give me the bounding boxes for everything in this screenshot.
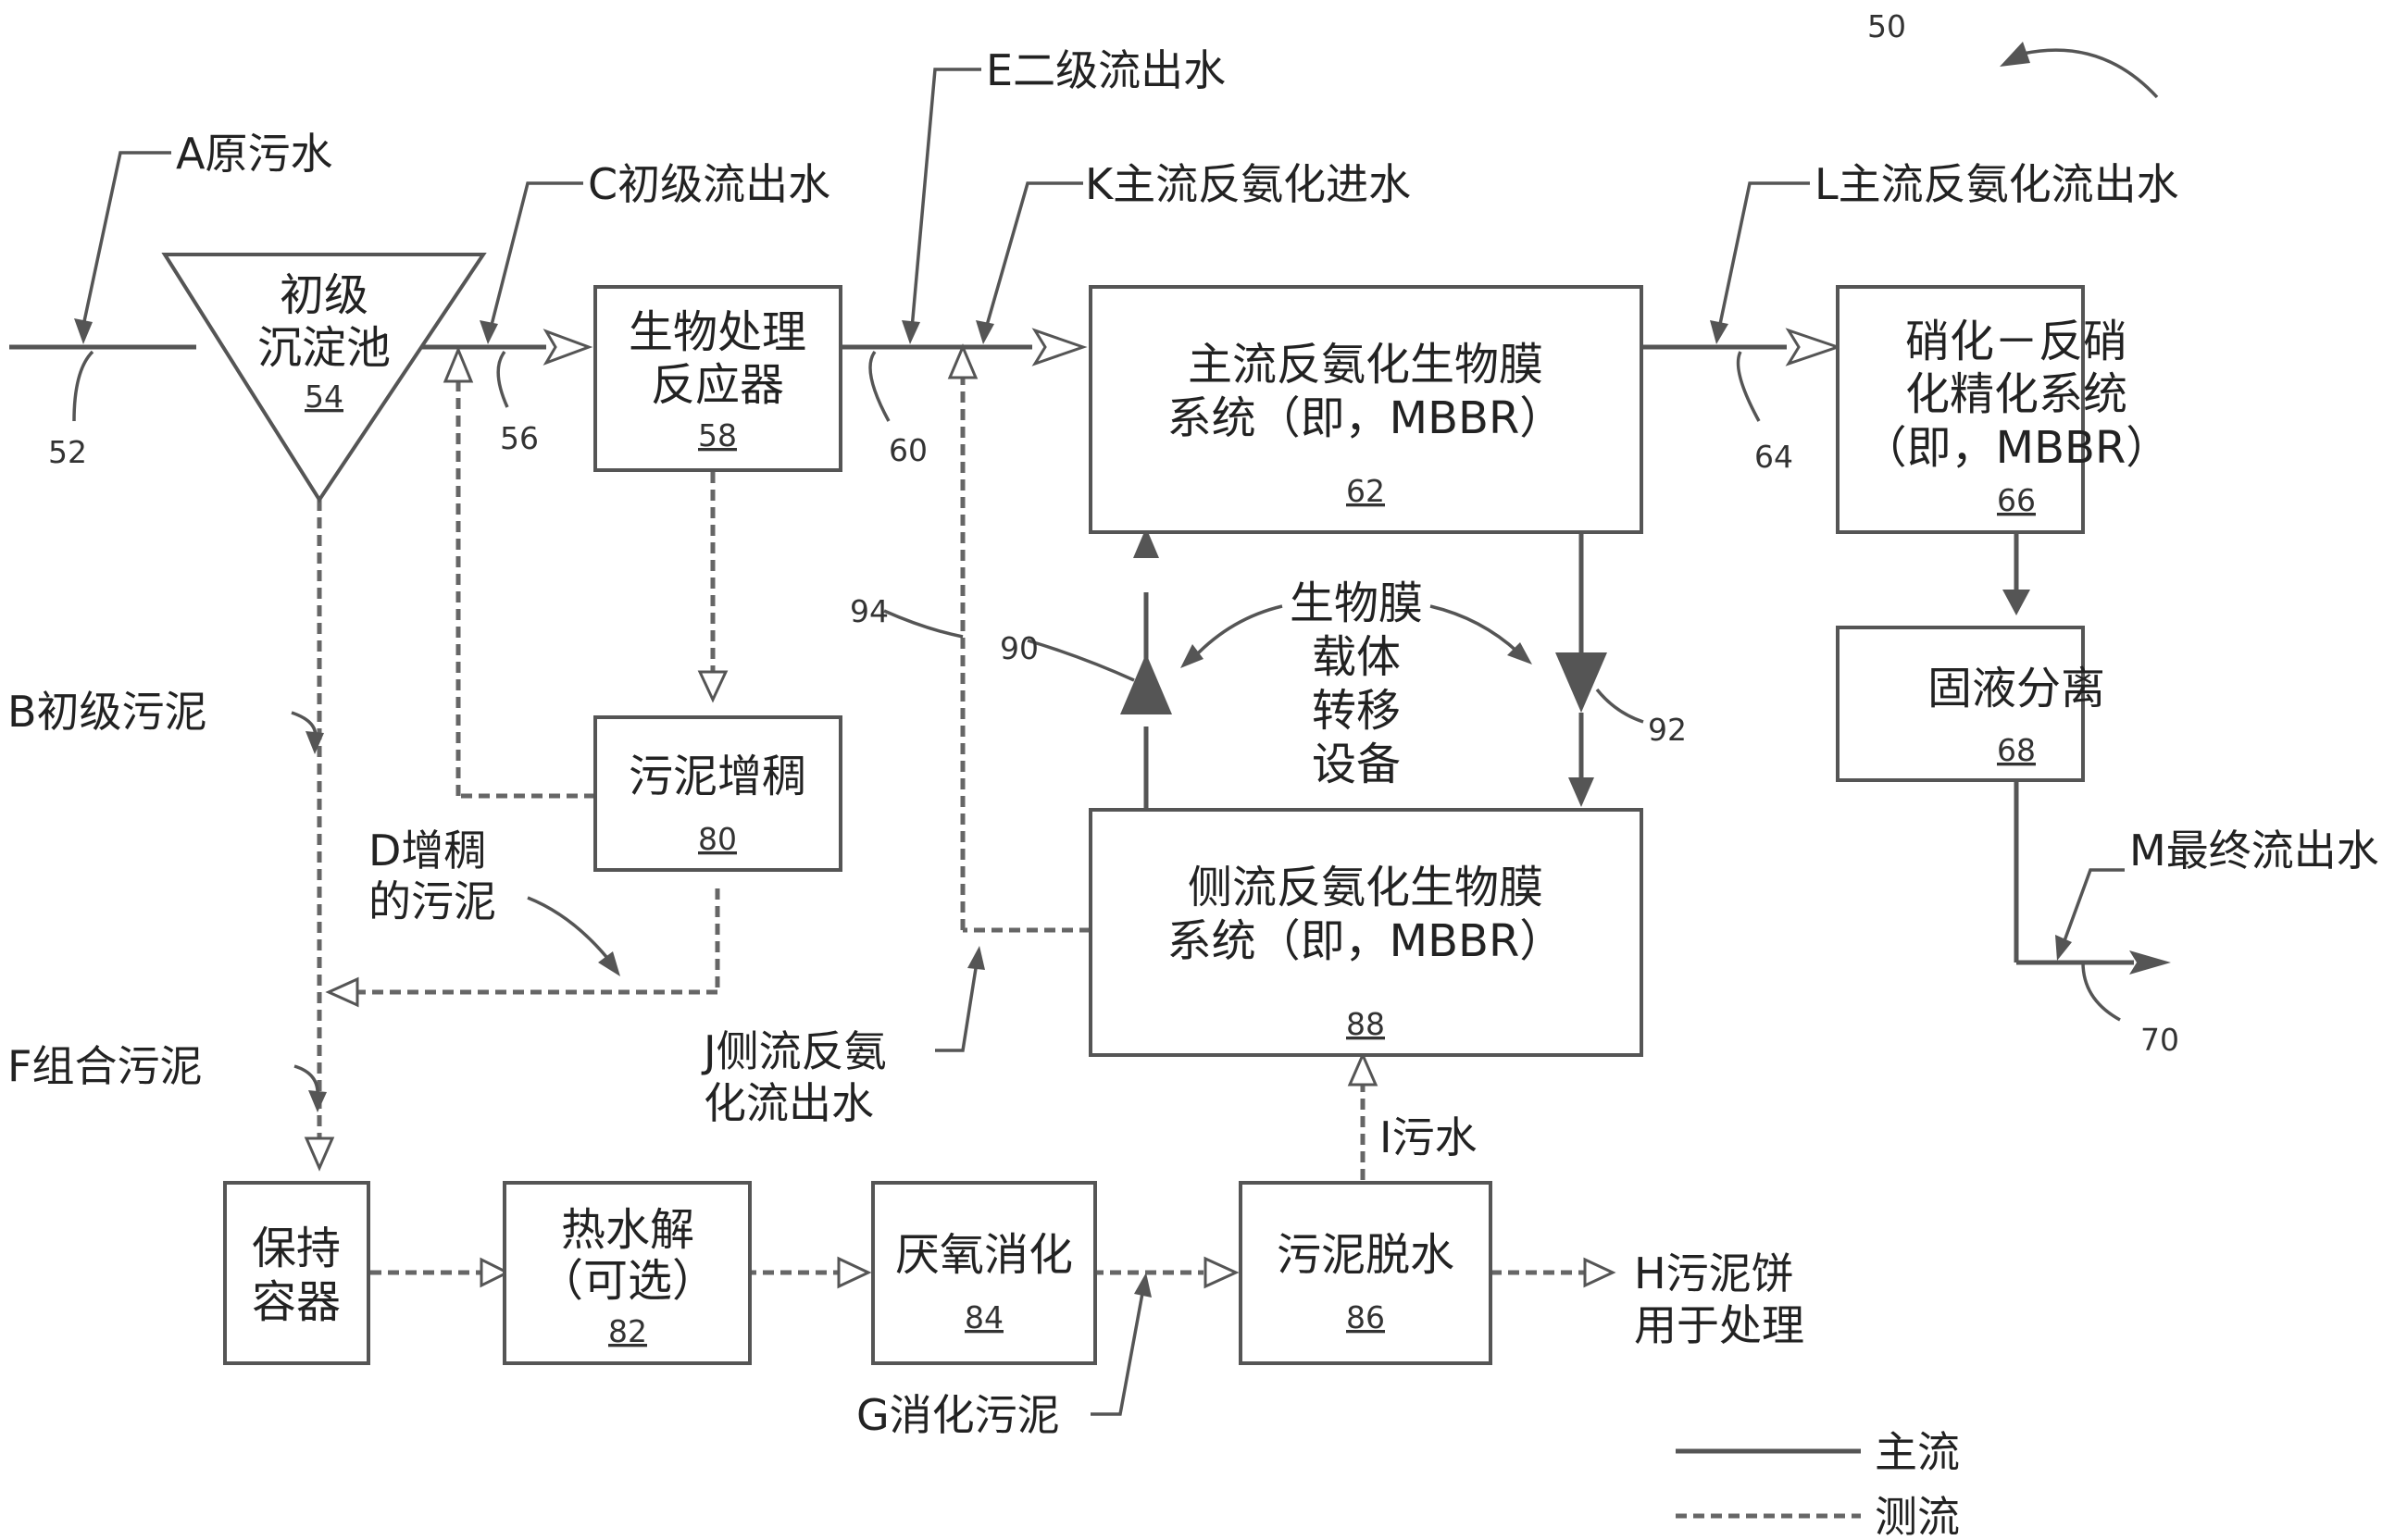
label-f-combined-sludge: F组合污泥: [7, 1041, 202, 1091]
primary-clarifier-ref: 54: [305, 379, 343, 415]
leader-lines: [72, 42, 2159, 1416]
label-h-line-2: 用于处理: [1634, 1300, 1804, 1350]
sidestream-mbbr-label-1: 侧流反氨化生物膜: [1188, 862, 1543, 913]
polishing-label-2: 化精化系统: [1905, 368, 2127, 420]
flow-labels: A原污水 C初级流出水 E二级流出水 K主流反氨化进水 L主流反氨化流出水 M最…: [7, 45, 2379, 1440]
digestion-ref: 84: [965, 1299, 1004, 1335]
solid-liquid-label: 固液分离: [1927, 663, 2105, 714]
polishing-label-3: （即，MBBR）: [1863, 422, 2171, 474]
reference-numerals: 50 52 56 60 64 70 94 90 92: [48, 8, 2179, 1058]
primary-clarifier: 初级 沉淀池 54: [161, 253, 487, 503]
polishing-ref: 66: [1997, 482, 2036, 518]
label-c-primary-effluent: C初级流出水: [588, 159, 830, 209]
thickener-ref: 80: [698, 821, 737, 857]
sidestream-mbbr-box: 侧流反氨化生物膜 系统（即，MBBR） 88: [1089, 808, 1643, 1057]
thickener-label: 污泥增稠: [629, 751, 806, 802]
label-b-primary-sludge: B初级污泥: [7, 687, 207, 737]
hydrolysis-label-2: （可选）: [539, 1255, 717, 1307]
carrier-transfer-line-4: 设备: [1312, 739, 1401, 790]
label-j-line-1: J侧流反氨: [701, 1026, 887, 1076]
polishing-box: 硝化－反硝 化精化系统 （即，MBBR） 66: [1836, 285, 2171, 534]
sidestream-mbbr-ref: 88: [1346, 1006, 1385, 1042]
label-m-final-effluent: M最终流出水: [2129, 826, 2379, 876]
digestion-box: 厌氧消化 84: [871, 1181, 1097, 1365]
label-i-wastewater: I污水: [1379, 1112, 1478, 1162]
hydrolysis-box: 热水解 （可选） 82: [503, 1181, 752, 1365]
bioreactor-label-2: 反应器: [651, 359, 784, 411]
carrier-transfer-down-triangle: [1555, 652, 1607, 713]
carrier-transfer-line-3: 转移: [1312, 685, 1401, 737]
label-j-line-2: 化流出水: [704, 1078, 874, 1128]
solid-liquid-box: 固液分离 68: [1836, 626, 2105, 782]
legend: 主流 测流: [1676, 1427, 1960, 1540]
polishing-label-1: 硝化－反硝: [1905, 316, 2127, 367]
holding-box: 保持 容器: [223, 1181, 370, 1365]
legend-mainstream-label: 主流: [1875, 1427, 1960, 1477]
label-a-raw-wastewater: A原污水: [176, 129, 332, 179]
primary-clarifier-label-2: 沉淀池: [257, 322, 391, 374]
hydrolysis-ref: 82: [608, 1313, 647, 1349]
ref-92: 92: [1648, 712, 1687, 748]
ref-64: 64: [1754, 439, 1793, 475]
mainstream-mbbr-label-2: 系统（即，MBBR）: [1167, 392, 1565, 444]
label-g-digested-sludge: G消化污泥: [856, 1390, 1060, 1440]
holding-label-1: 保持: [252, 1223, 341, 1274]
thickener-box: 污泥增稠 80: [593, 715, 842, 872]
ref-94: 94: [850, 593, 889, 629]
bioreactor-box: 生物处理 反应器 58: [593, 285, 842, 472]
sidestream-lines: [317, 375, 1588, 1275]
legend-sidestream-label: 测流: [1875, 1492, 1960, 1540]
label-h-line-1: H污泥饼: [1634, 1248, 1794, 1298]
mainstream-arrowheads: [543, 328, 2171, 975]
sidestream-mbbr-label-2: 系统（即，MBBR）: [1167, 915, 1565, 967]
hydrolysis-label-1: 热水解: [561, 1204, 694, 1256]
ref-50: 50: [1867, 8, 1906, 44]
dewatering-box: 污泥脱水 86: [1239, 1181, 1492, 1365]
bioreactor-label-1: 生物处理: [629, 306, 806, 358]
mainstream-mbbr-ref: 62: [1346, 473, 1385, 509]
solid-liquid-ref: 68: [1997, 732, 2036, 768]
digestion-label: 厌氧消化: [895, 1229, 1073, 1281]
carrier-transfer-up-triangle: [1120, 653, 1172, 714]
ref-60: 60: [889, 432, 928, 468]
ref-56: 56: [500, 420, 539, 456]
label-e-secondary-effluent: E二级流出水: [986, 45, 1226, 95]
label-d-line-2: 的污泥: [368, 876, 496, 926]
ref-52: 52: [48, 434, 87, 470]
ref-90: 90: [1000, 630, 1039, 666]
bioreactor-ref: 58: [698, 417, 737, 453]
holding-label-2: 容器: [252, 1276, 341, 1328]
label-l-mainstream-effluent: L主流反氨化流出水: [1815, 159, 2179, 209]
primary-clarifier-label-1: 初级: [280, 269, 368, 321]
carrier-transfer-line-1: 生物膜: [1290, 578, 1423, 629]
ref-70: 70: [2140, 1022, 2179, 1058]
dewatering-label: 污泥脱水: [1277, 1229, 1454, 1281]
mainstream-mbbr-label-1: 主流反氨化生物膜: [1188, 339, 1543, 391]
dewatering-ref: 86: [1346, 1299, 1385, 1335]
sidestream-arrowheads: [304, 343, 1616, 1289]
carrier-transfer-label: 生物膜 载体 转移 设备: [1290, 578, 1423, 790]
label-d-line-1: D增稠: [368, 826, 486, 876]
mainstream-mbbr-box: 主流反氨化生物膜 系统（即，MBBR） 62: [1089, 285, 1643, 534]
label-k-mainstream-influent: K主流反氨化进水: [1085, 159, 1411, 209]
carrier-transfer-line-2: 载体: [1312, 631, 1401, 683]
